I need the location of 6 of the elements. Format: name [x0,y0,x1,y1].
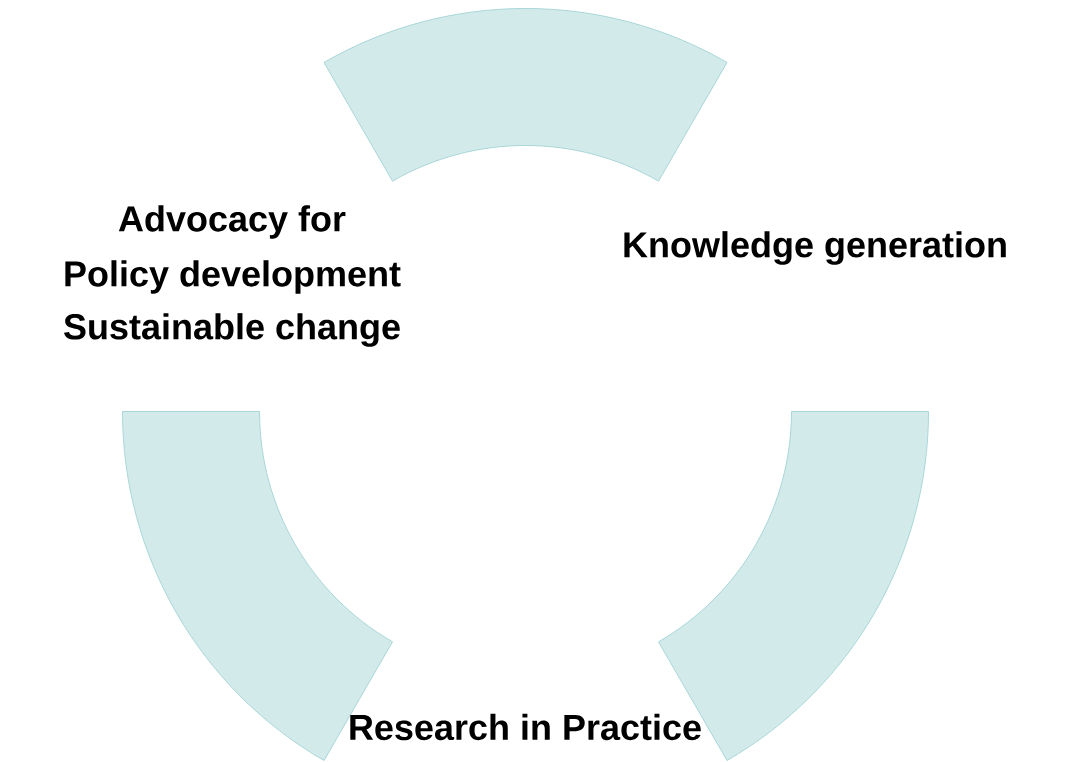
stage-label: Sustainable change [64,313,400,347]
stage-label: Policy development [65,260,401,294]
stage-label: Research in Practice [350,713,701,741]
stage-label: Advocacy for [118,205,346,239]
stage-label: Knowledge generation [624,231,1006,265]
cycle-arc [323,8,728,182]
